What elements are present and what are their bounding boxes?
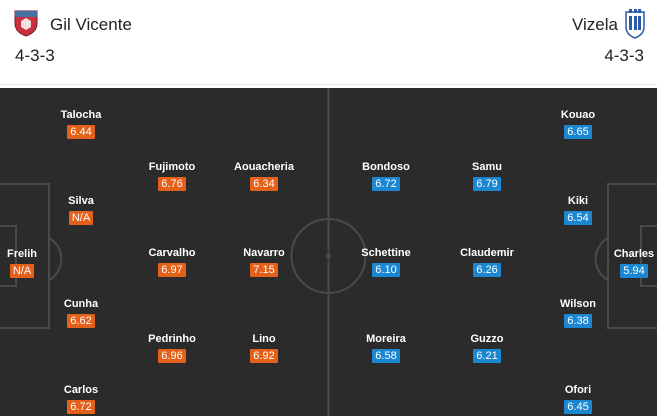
- player-name: Lino: [252, 333, 276, 345]
- player-moreira[interactable]: Moreira 6.58: [346, 333, 426, 364]
- player-rating: 5.94: [620, 264, 648, 278]
- player-name: Guzzo: [470, 333, 504, 345]
- player-name: Charles: [613, 248, 655, 260]
- player-cunha[interactable]: Cunha 6.62: [41, 298, 121, 329]
- away-formation: 4-3-3: [604, 46, 644, 65]
- player-fujimoto[interactable]: Fujimoto 6.76: [132, 161, 212, 192]
- player-rating: 6.10: [372, 263, 400, 277]
- player-name: Frelih: [7, 248, 37, 260]
- player-name: Schettine: [361, 247, 411, 259]
- player-rating: 6.54: [564, 211, 592, 225]
- player-rating: 6.45: [564, 400, 592, 414]
- player-name: Claudemir: [460, 247, 514, 259]
- player-carlos[interactable]: Carlos 6.72: [41, 384, 121, 415]
- player-rating: N/A: [9, 264, 35, 278]
- player-schettine[interactable]: Schettine 6.10: [346, 247, 426, 278]
- player-name: Pedrinho: [148, 333, 196, 345]
- player-lino[interactable]: Lino 6.92: [224, 333, 304, 364]
- player-name: Aouacheria: [234, 161, 294, 173]
- player-bondoso[interactable]: Bondoso 6.72: [346, 161, 426, 192]
- home-formation: 4-3-3: [15, 46, 55, 65]
- player-name: Talocha: [60, 109, 102, 121]
- player-carvalho[interactable]: Carvalho 6.97: [132, 247, 212, 278]
- player-rating: 6.21: [473, 349, 501, 363]
- player-rating: 6.26: [473, 263, 501, 277]
- player-rating: 6.34: [250, 177, 278, 191]
- lineup-header: Gil Vicente 4-3-3 Vizela 4-3-3: [0, 0, 657, 86]
- player-name: Cunha: [63, 298, 99, 310]
- header-divider: [0, 84, 657, 85]
- player-name: Kiki: [567, 195, 589, 207]
- player-rating: 7.15: [250, 263, 278, 277]
- player-kouao[interactable]: Kouao 6.65: [538, 109, 618, 140]
- gil-vicente-crest-icon: [14, 10, 38, 37]
- player-name: Silva: [68, 195, 94, 207]
- player-rating: 6.97: [158, 263, 186, 277]
- player-aouacheria[interactable]: Aouacheria 6.34: [224, 161, 304, 192]
- player-kiki[interactable]: Kiki 6.54: [538, 195, 618, 226]
- player-name: Navarro: [243, 247, 285, 259]
- pitch: Talocha 6.44 Silva N/A Cunha 6.62 Carlos…: [0, 88, 657, 416]
- player-rating: 6.38: [564, 314, 592, 328]
- player-wilson[interactable]: Wilson 6.38: [538, 298, 618, 329]
- player-charles[interactable]: Charles 5.94: [594, 248, 657, 279]
- player-rating: 6.62: [67, 314, 95, 328]
- player-guzzo[interactable]: Guzzo 6.21: [447, 333, 527, 364]
- player-name: Moreira: [366, 333, 406, 345]
- player-name: Ofori: [564, 384, 592, 396]
- player-rating: 6.76: [158, 177, 186, 191]
- player-silva[interactable]: Silva N/A: [41, 195, 121, 226]
- player-frelih[interactable]: Frelih N/A: [0, 248, 62, 279]
- player-samu[interactable]: Samu 6.79: [447, 161, 527, 192]
- player-navarro[interactable]: Navarro 7.15: [224, 247, 304, 278]
- player-pedrinho[interactable]: Pedrinho 6.96: [132, 333, 212, 364]
- player-rating: 6.44: [67, 125, 95, 139]
- player-name: Carlos: [63, 384, 99, 396]
- away-team-name[interactable]: Vizela: [572, 15, 618, 34]
- player-rating: N/A: [68, 211, 94, 225]
- player-rating: 6.96: [158, 349, 186, 363]
- home-team-name[interactable]: Gil Vicente: [50, 15, 132, 34]
- player-name: Samu: [472, 161, 502, 173]
- player-rating: 6.92: [250, 349, 278, 363]
- player-claudemir[interactable]: Claudemir 6.26: [447, 247, 527, 278]
- player-rating: 6.72: [372, 177, 400, 191]
- player-name: Kouao: [560, 109, 596, 121]
- player-name: Bondoso: [362, 161, 410, 173]
- player-rating: 6.79: [473, 177, 501, 191]
- player-name: Wilson: [560, 298, 596, 310]
- player-talocha[interactable]: Talocha 6.44: [41, 109, 121, 140]
- player-name: Fujimoto: [148, 161, 196, 173]
- pitch-markings: [0, 88, 657, 416]
- player-rating: 6.65: [564, 125, 592, 139]
- player-rating: 6.58: [372, 349, 400, 363]
- player-ofori[interactable]: Ofori 6.45: [538, 384, 618, 415]
- player-name: Carvalho: [148, 247, 196, 259]
- player-rating: 6.72: [67, 400, 95, 414]
- vizela-crest-icon: [625, 9, 645, 39]
